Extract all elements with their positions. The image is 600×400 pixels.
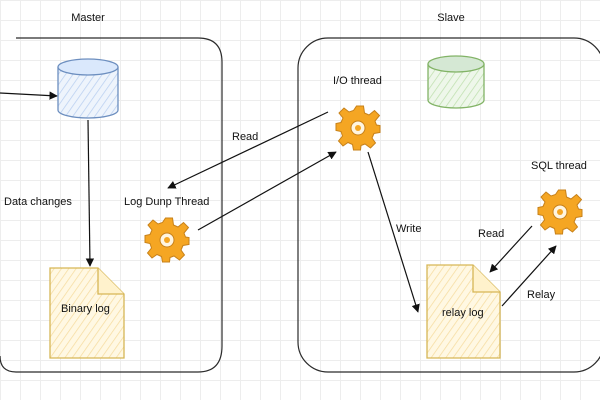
relay-log-document-icon <box>426 264 501 359</box>
sql-thread-gear-icon <box>537 189 583 235</box>
master-container <box>0 37 223 373</box>
incoming-arrow <box>0 91 58 100</box>
binary-log-label: Binary log <box>61 303 110 315</box>
io-thread-label: I/O thread <box>333 75 382 87</box>
read-request-arrow <box>167 111 329 189</box>
read-label-right: Read <box>478 228 505 240</box>
dump-to-io-arrow <box>197 151 337 231</box>
db-to-binlog-arrow <box>85 119 95 267</box>
io-to-relay-write-arrow <box>367 151 420 313</box>
relay-label: Relay <box>527 289 556 301</box>
relay-to-sql-arrow <box>501 245 557 307</box>
slave-title: Slave <box>437 12 465 24</box>
relay-log-label: relay log <box>442 307 484 319</box>
read-label-top: Read <box>232 131 259 143</box>
master-title: Master <box>71 12 105 24</box>
slave-container <box>297 37 600 373</box>
master-database-icon <box>57 58 119 119</box>
slave-database-icon <box>427 55 485 109</box>
data-changes-label: Data changes <box>4 196 72 208</box>
log-dump-thread-gear-icon <box>144 217 190 263</box>
log-dump-thread-label: Log Dunp Thread <box>124 196 210 208</box>
write-label: Write <box>396 223 422 235</box>
io-thread-gear-icon <box>335 105 381 151</box>
sql-thread-label: SQL thread <box>531 160 587 172</box>
sql-to-relay-read-arrow <box>489 225 533 273</box>
binary-log-document-icon <box>49 267 125 359</box>
